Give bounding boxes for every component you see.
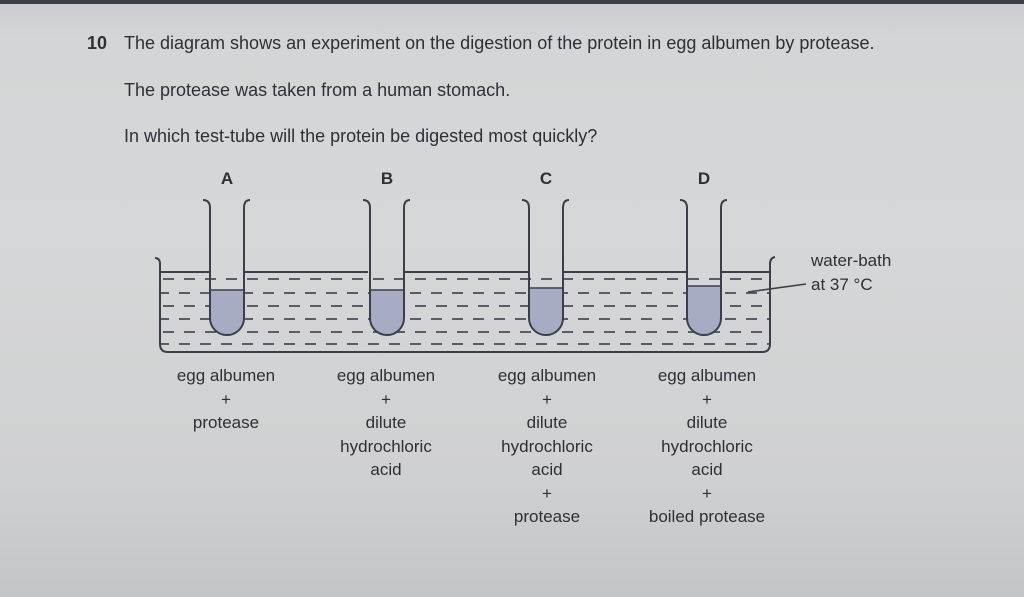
- tube-label-c: C: [539, 169, 553, 188]
- content-line: egg albumen: [657, 366, 757, 385]
- content-line: protease: [192, 413, 260, 432]
- tube-b-contents: egg albumen + dilute hydrochloric acid: [301, 364, 471, 482]
- tube-c-contents: egg albumen + dilute hydrochloric acid +…: [462, 364, 632, 529]
- content-line: egg albumen: [497, 366, 597, 385]
- question-prompt: In which test-tube will the protein be d…: [124, 126, 598, 146]
- water-bath-leader-line: [747, 283, 807, 293]
- content-line: acid: [370, 460, 402, 479]
- content-line: dilute: [686, 413, 728, 432]
- test-tube-c: [521, 199, 570, 336]
- water-bath-vessel: [154, 256, 776, 353]
- content-line: hydrochloric: [661, 436, 753, 456]
- test-tube-a: [202, 199, 251, 336]
- water-dashes: [160, 278, 770, 345]
- content-line: dilute: [365, 413, 407, 432]
- tube-d-contents: egg albumen + dilute hydrochloric acid +…: [622, 364, 792, 529]
- content-line: hydrochloric: [340, 436, 432, 456]
- question-text-source: The protease was taken from a human stom…: [124, 80, 511, 100]
- water-bath-label: water-bath at 37 °C: [811, 249, 891, 297]
- test-tube-b: [362, 199, 411, 336]
- content-line: +: [542, 389, 552, 409]
- content-line: +: [702, 483, 712, 503]
- content-line: egg albumen: [176, 366, 276, 385]
- photo-top-edge: [0, 0, 1024, 4]
- water-bath-label-line1: water-bath: [811, 251, 892, 270]
- question-number: 10: [87, 33, 108, 53]
- content-line: hydrochloric: [501, 436, 593, 456]
- content-line: +: [702, 389, 712, 409]
- content-line: boiled protease: [648, 507, 766, 526]
- content-line: +: [381, 389, 391, 409]
- content-line: acid: [531, 460, 563, 479]
- content-line: dilute: [526, 413, 568, 432]
- test-tube-d: [679, 199, 728, 336]
- content-line: +: [221, 389, 231, 409]
- tube-label-a: A: [220, 169, 234, 188]
- content-line: +: [542, 483, 552, 503]
- question-text-intro: The diagram shows an experiment on the d…: [124, 33, 875, 53]
- content-line: egg albumen: [336, 366, 436, 385]
- tube-label-b: B: [380, 169, 394, 188]
- tube-a-contents: egg albumen + protease: [141, 364, 311, 435]
- water-bath-label-line2: at 37 °C: [811, 275, 873, 294]
- tube-label-d: D: [697, 169, 711, 188]
- content-line: acid: [691, 460, 723, 479]
- content-line: protease: [513, 507, 581, 526]
